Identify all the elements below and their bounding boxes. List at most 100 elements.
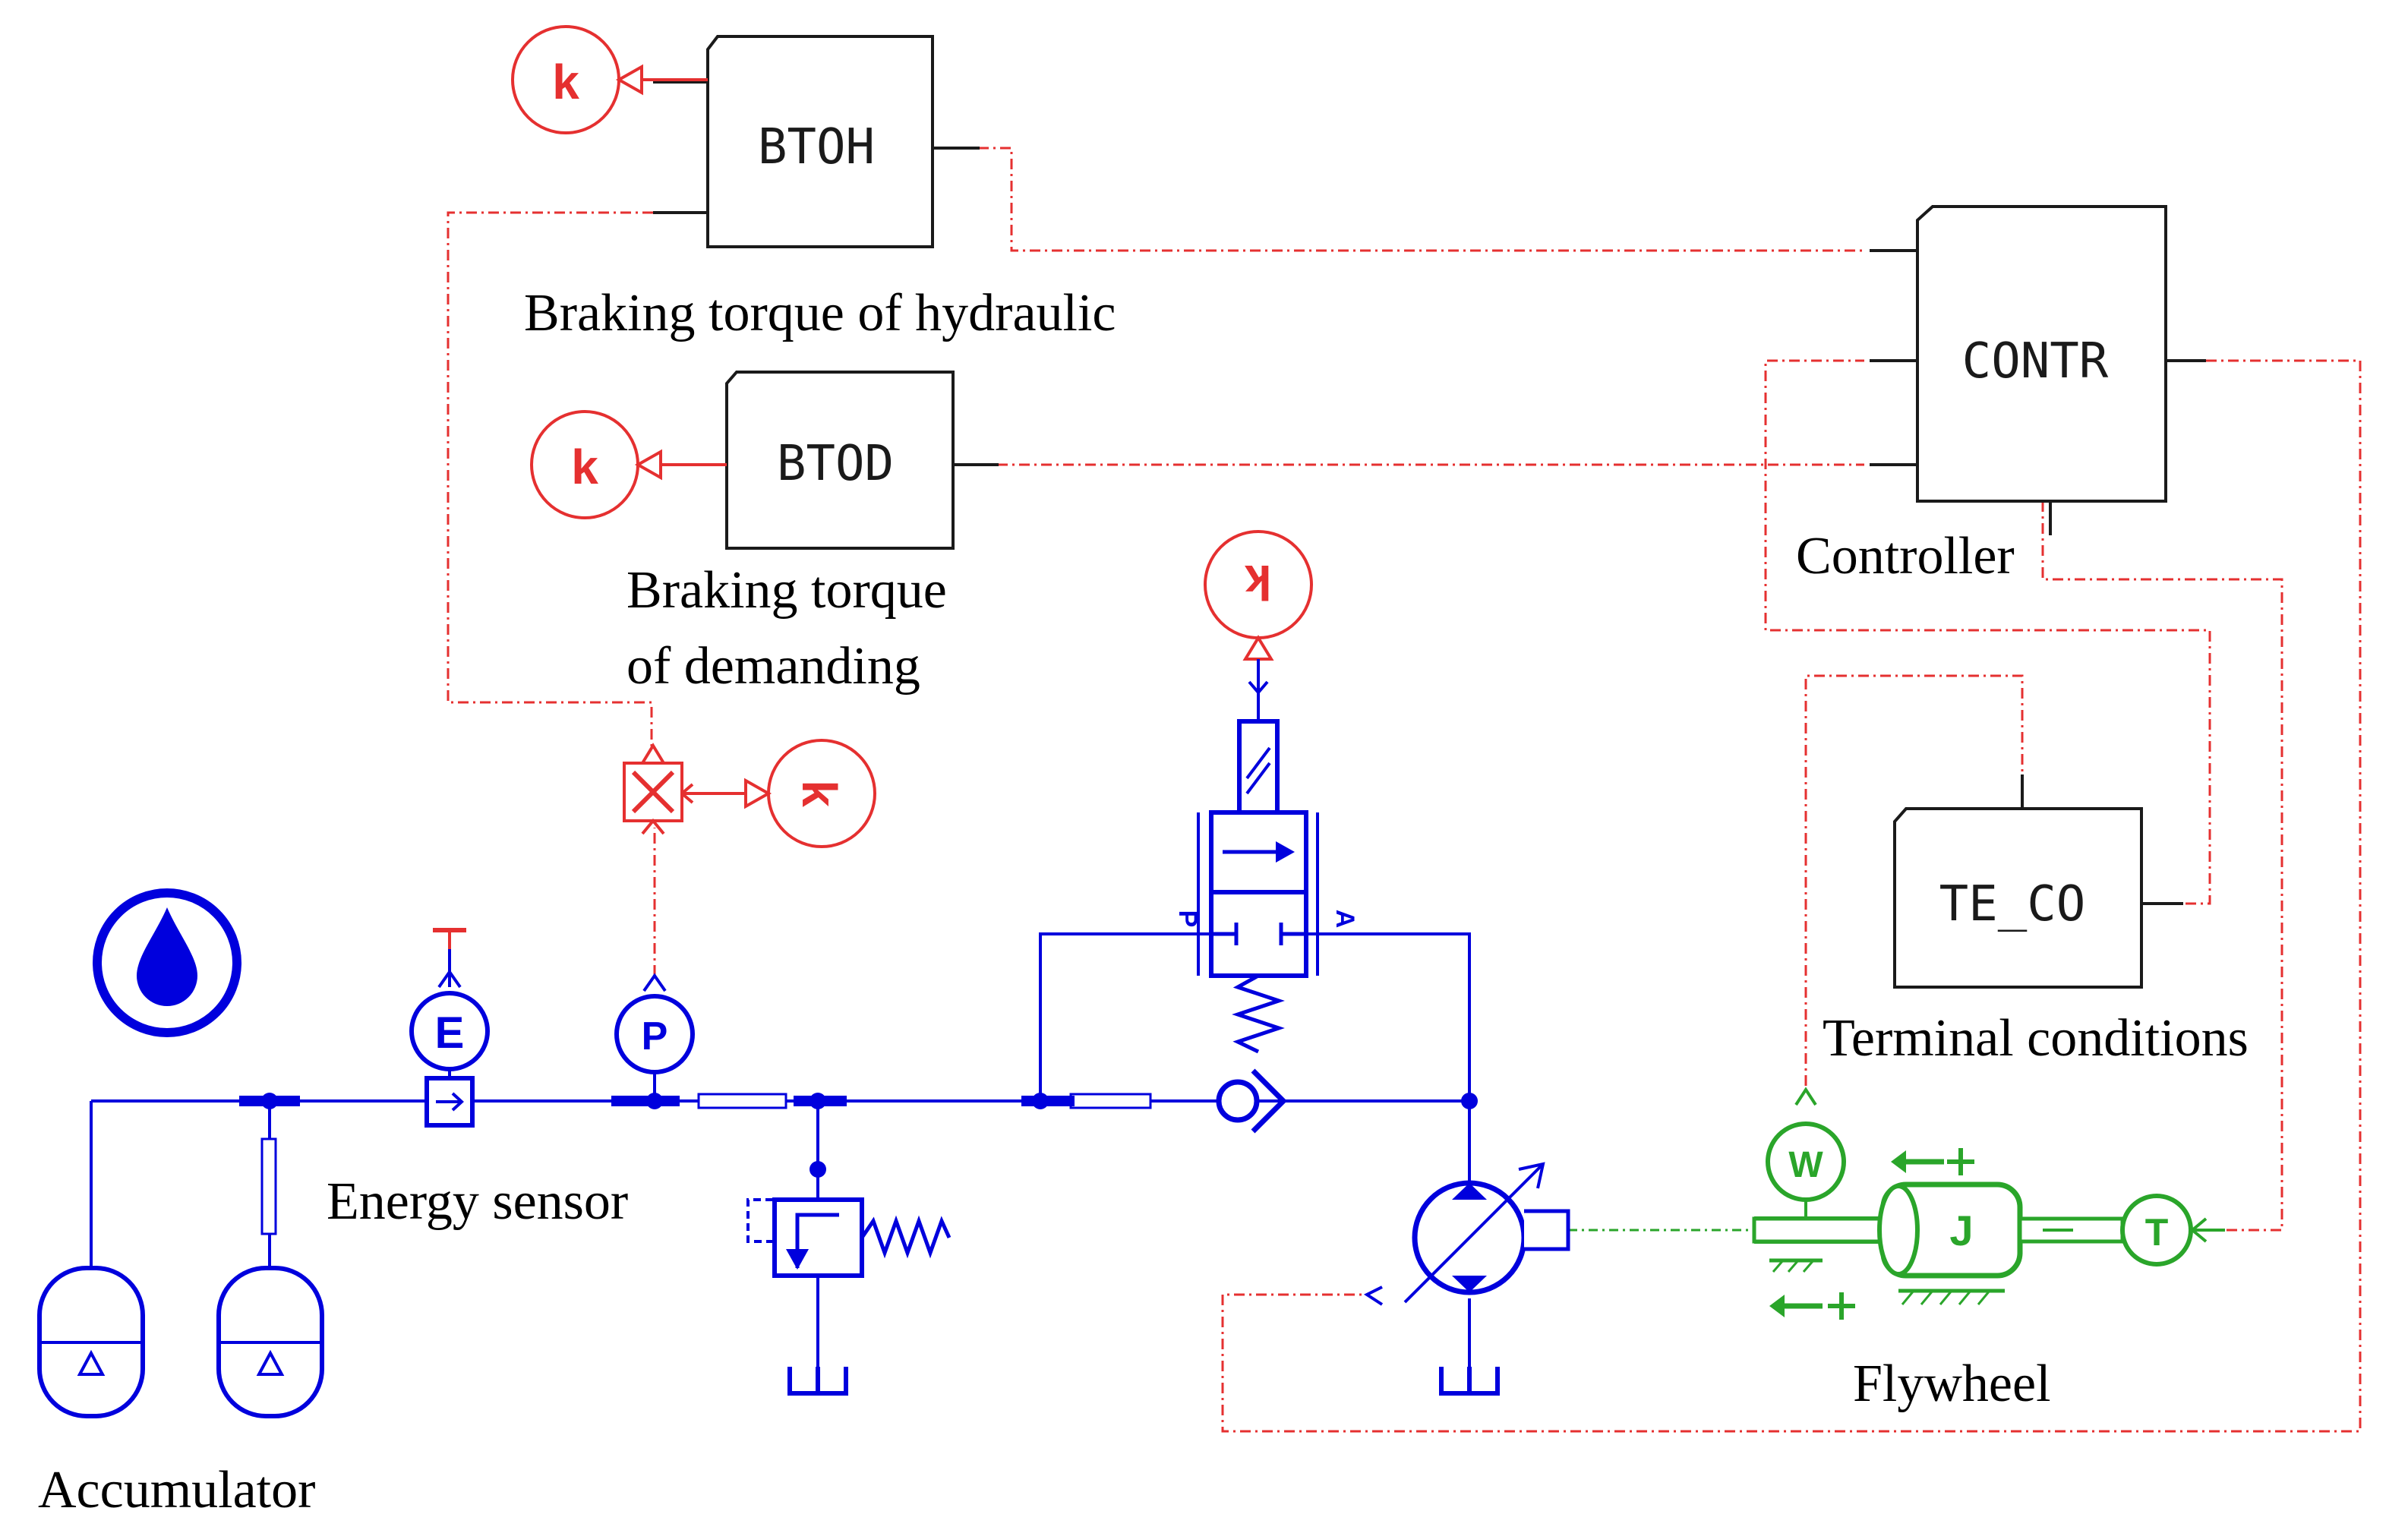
accumulator-1[interactable]: [37, 1266, 145, 1418]
energy-sensor[interactable]: E: [409, 928, 490, 1128]
block-controller-label: CONTR: [1962, 333, 2109, 390]
accumulator-triangle: [77, 1349, 106, 1376]
valve-solenoid-line: [1245, 762, 1271, 795]
constant-source-btoh[interactable]: k: [511, 25, 708, 134]
check-valve-seat: [1251, 1068, 1287, 1134]
fluid-ring: [93, 888, 241, 1037]
caption-accumulator: Accumulator: [38, 1461, 315, 1519]
fluid-drop: [137, 907, 197, 1006]
constant-arrow: [1242, 635, 1274, 661]
accumulator-2[interactable]: [216, 1266, 324, 1418]
caption-terminal: Terminal conditions: [1823, 1009, 2249, 1068]
pipe-segments: [260, 1093, 1152, 1235]
constant-source-btod[interactable]: k: [530, 410, 727, 519]
block-btoh-label: BTOH: [758, 119, 875, 175]
variable-pump-motor[interactable]: [1363, 1162, 1570, 1306]
constant-label: k: [1245, 555, 1272, 610]
block-controller[interactable]: CONTR: [1870, 205, 2206, 535]
inertia-symbol: J: [1949, 1207, 1973, 1254]
check-valve[interactable]: [1216, 1068, 1287, 1134]
caption-energy-sensor: Energy sensor: [327, 1172, 628, 1231]
junction-bar: [239, 1096, 300, 1106]
pressure-sensor-symbol: P: [642, 1014, 668, 1058]
signal-btoh-to-controller: [934, 147, 1864, 252]
valve-bypass-left: [1039, 932, 1211, 1101]
multiplier-output-arrow: [641, 743, 665, 765]
motion-plus-bottom: [1828, 1292, 1855, 1320]
motion-arrowhead-top: [1891, 1150, 1906, 1173]
inertia-bearing-hatch: [1901, 1290, 1991, 1305]
block-btod-label: BTOD: [777, 436, 894, 492]
tank-pump: [1439, 1367, 1500, 1396]
relief-valve[interactable]: [746, 1197, 952, 1278]
check-valve-ball: [1216, 1079, 1260, 1123]
relief-valve-box: [772, 1197, 864, 1278]
torque-input-arrow: [2189, 1217, 2208, 1243]
relief-valve-spring: [860, 1215, 952, 1259]
bearing-hatch: [1772, 1260, 1815, 1273]
pump-variable-arrowhead: [1518, 1162, 1545, 1189]
junction-bar: [1021, 1096, 1075, 1106]
multiplier-input-arrow: [641, 818, 665, 835]
tank-relief: [787, 1367, 848, 1396]
signal-controller-to-torque: [2041, 501, 2283, 1232]
directional-valve[interactable]: P A: [1173, 719, 1359, 1054]
junction-bar: [611, 1096, 680, 1106]
valve-port-a: A: [1330, 910, 1359, 929]
block-teco-label: TE_CO: [1939, 876, 2086, 932]
relief-valve-pilot: [746, 1198, 773, 1243]
valve-bypass-right: [1306, 932, 1471, 1101]
block-btod-frame: [725, 371, 955, 550]
inertia-drum-face: [1877, 1184, 1920, 1276]
valve-flow-arrow: [1276, 841, 1295, 863]
pump-arrow-down: [1452, 1276, 1487, 1292]
constant-label: k: [571, 440, 598, 494]
block-btoh-frame: [706, 35, 934, 248]
signal-controller-to-pump: [1221, 359, 2362, 1433]
pump-variable-arrow: [1403, 1164, 1543, 1304]
block-teco[interactable]: TE_CO: [1893, 774, 2183, 989]
arrow-head: [1248, 680, 1269, 696]
pipe-segment: [1069, 1093, 1152, 1109]
valve-solenoid: [1237, 719, 1280, 815]
motion-plus-top: [1947, 1148, 1974, 1175]
pipe-segment: [260, 1137, 277, 1235]
constant-source-valve[interactable]: k: [1204, 530, 1313, 696]
signal-speed-to-teco: [1804, 674, 2024, 1090]
energy-sensor-arrow-inner: [436, 1092, 464, 1112]
multiplier-cross: [631, 770, 675, 814]
caption-btod-line1: Braking torque: [626, 561, 947, 620]
fluid-properties-icon[interactable]: [93, 888, 241, 1037]
relief-valve-arrowhead: [786, 1249, 809, 1270]
constant-source-multiplier[interactable]: k: [679, 739, 876, 848]
speed-sensor-arrow: [1794, 1087, 1817, 1106]
constant-arrow: [615, 64, 643, 96]
valve-return-spring: [1232, 973, 1285, 1054]
speed-sensor-symbol: W: [1788, 1145, 1823, 1185]
pipe-segment: [697, 1093, 787, 1109]
junctions: [239, 1093, 1478, 1178]
caption-btoh: Braking torque of hydraulic: [524, 284, 1116, 342]
accumulator-triangle: [256, 1349, 285, 1376]
pump-arrow-up: [1452, 1183, 1487, 1200]
motion-arrowhead-bottom: [1769, 1295, 1785, 1317]
caption-btod-line2: of demanding: [626, 637, 920, 696]
caption-controller: Controller: [1796, 527, 2015, 585]
signal-btoh-to-multiplier: [447, 211, 653, 748]
pressure-sensor-arrow: [642, 973, 667, 992]
flywheel-assembly[interactable]: W J T: [1752, 1087, 2225, 1320]
multiplier[interactable]: [623, 743, 683, 835]
junction-bar: [794, 1096, 847, 1106]
junction: [810, 1161, 826, 1178]
junction: [1461, 1093, 1478, 1109]
valve-block-left: [1211, 923, 1239, 945]
block-btoh[interactable]: BTOH: [653, 35, 980, 248]
torque-symbol: T: [2145, 1211, 2169, 1254]
constant-label: k: [792, 780, 847, 807]
energy-sensor-arrow: [437, 969, 462, 989]
block-teco-frame: [1893, 807, 2143, 989]
block-btod[interactable]: BTOD: [672, 371, 999, 550]
constant-label: k: [552, 55, 579, 109]
pressure-sensor[interactable]: P: [614, 973, 695, 1101]
